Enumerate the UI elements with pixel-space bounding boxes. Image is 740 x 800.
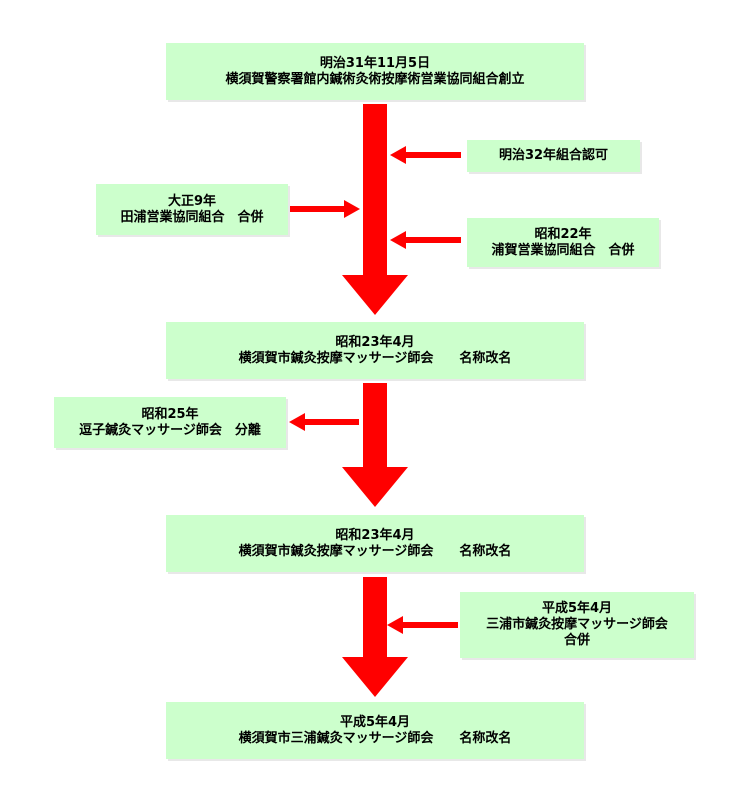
arrow-heisei5	[387, 616, 458, 634]
event-date: 大正9年	[167, 193, 217, 209]
main-arrow-3	[342, 577, 408, 697]
main-arrow-2	[342, 383, 408, 507]
event-text: 三浦市鍼灸按摩マッサージ師会	[486, 617, 668, 632]
event-date: 昭和22年	[534, 226, 592, 242]
event-date: 昭和25年	[141, 406, 199, 422]
main-arrow-1	[342, 104, 408, 315]
stage-date: 昭和23年4月	[335, 334, 415, 350]
event-showa25-separation: 昭和25年 逗子鍼灸マッサージ師会 分離	[54, 397, 286, 448]
stage-founding: 明治31年11月5日 横須賀警察署館内鍼術灸術按摩術営業協同組合創立	[166, 43, 584, 100]
event-taisho9-merger: 大正9年 田浦営業協同組合 合併	[96, 184, 288, 235]
stage-text: 横須賀警察署館内鍼術灸術按摩術営業協同組合創立	[225, 71, 525, 87]
event-date: 平成5年4月	[541, 601, 613, 616]
stage-text: 横須賀市三浦鍼灸マッサージ師会 名称改名	[238, 730, 512, 746]
arrow-showa22	[390, 231, 461, 249]
arrow-showa25	[289, 413, 359, 431]
stage-rename-1948: 昭和23年4月 横須賀市鍼灸按摩マッサージ師会 名称改名	[166, 322, 584, 379]
stage-date: 平成5年4月	[339, 714, 411, 730]
arrow-taisho9	[290, 200, 360, 218]
arrow-meiji32	[390, 146, 461, 164]
event-heisei5-merger: 平成5年4月 三浦市鍼灸按摩マッサージ師会 合併	[460, 592, 694, 658]
event-showa22-merger: 昭和22年 浦賀営業協同組合 合併	[467, 218, 659, 267]
event-text: 明治32年組合認可	[498, 148, 609, 163]
stage-rename-1948-b: 昭和23年4月 横須賀市鍼灸按摩マッサージ師会 名称改名	[166, 515, 584, 572]
event-text: 田浦営業協同組合 合併	[120, 209, 264, 225]
stage-date: 昭和23年4月	[335, 527, 415, 543]
event-text: 浦賀営業協同組合 合併	[491, 242, 635, 258]
event-note: 合併	[563, 633, 590, 648]
stage-text: 横須賀市鍼灸按摩マッサージ師会 名称改名	[238, 350, 512, 366]
stage-text: 横須賀市鍼灸按摩マッサージ師会 名称改名	[238, 543, 512, 559]
event-meiji32-approval: 明治32年組合認可	[467, 140, 640, 172]
stage-rename-1993: 平成5年4月 横須賀市三浦鍼灸マッサージ師会 名称改名	[166, 702, 584, 759]
stage-date: 明治31年11月5日	[319, 55, 431, 71]
event-text: 逗子鍼灸マッサージ師会 分離	[79, 422, 261, 438]
